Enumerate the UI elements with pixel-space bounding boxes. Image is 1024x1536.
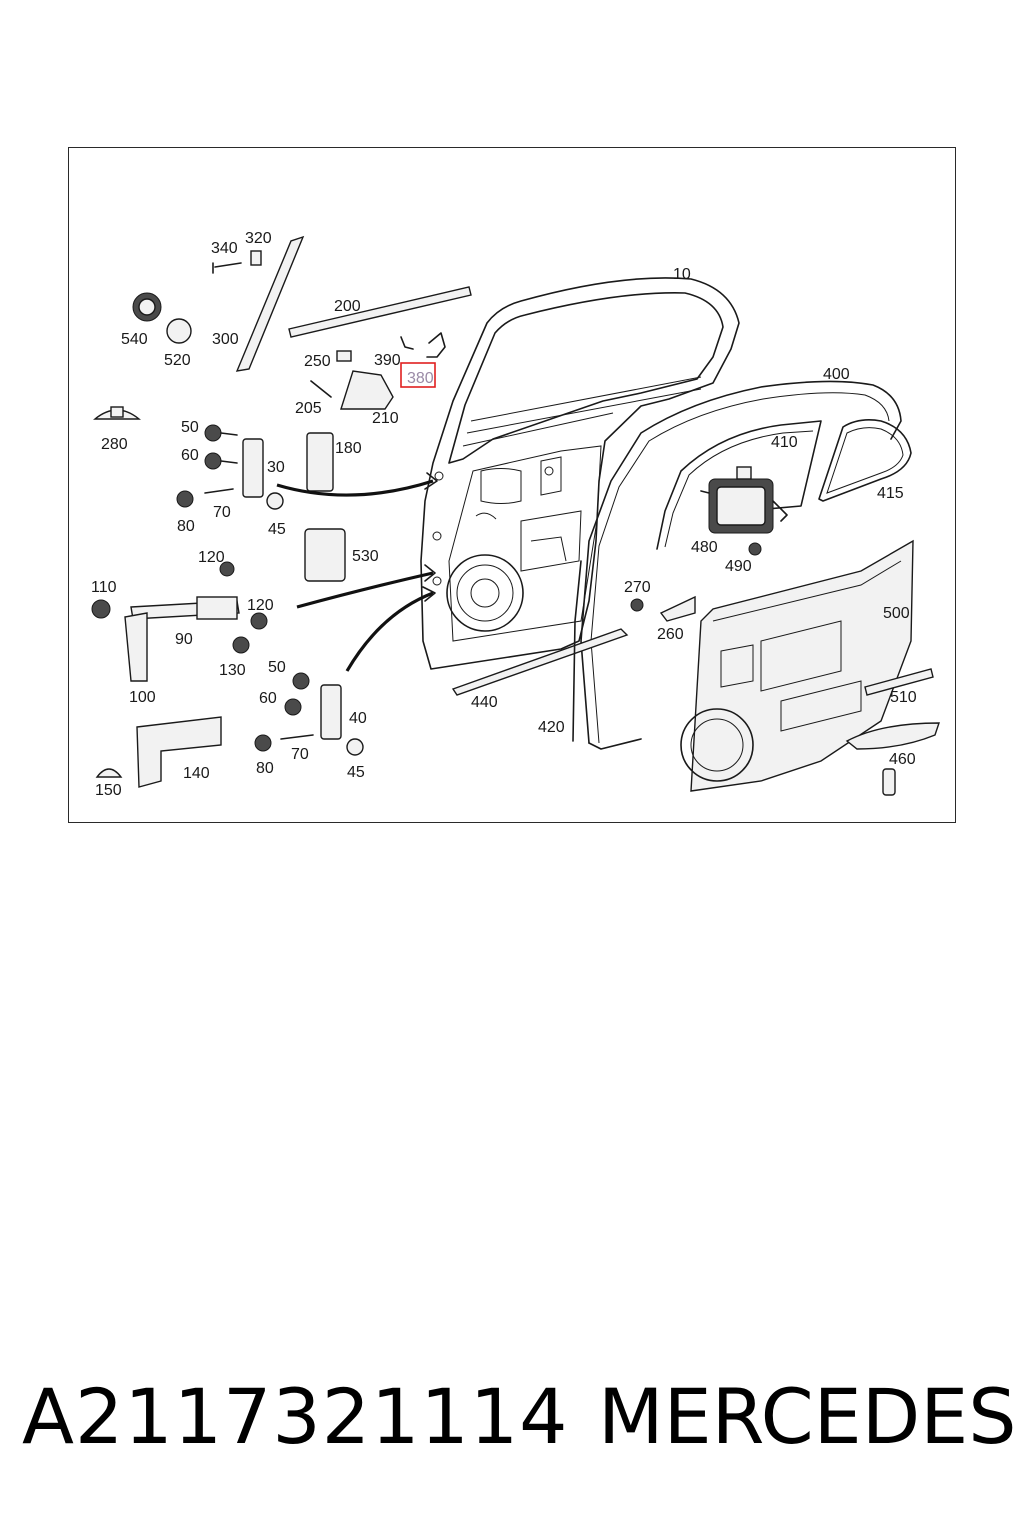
highlight-box-380 [400,362,436,388]
callout-440: 440 [471,694,498,711]
lower-hinge-assembly-part [254,672,364,756]
callout-45-upper: 45 [268,521,286,538]
callout-50-lower: 50 [268,659,286,676]
pad-180-part [306,432,334,492]
callout-380: 380 [407,370,434,387]
callout-150: 150 [95,782,122,799]
seal-strip-420-part [572,560,582,742]
door-check-assembly-part [91,561,268,682]
callout-180: 180 [335,440,362,457]
callout-415: 415 [877,485,904,502]
plug-520-part [166,318,192,344]
bracket-140-part [136,716,222,788]
clip-390-part [400,336,414,350]
callout-90: 90 [175,631,193,648]
callout-210: 210 [372,410,399,427]
callout-520: 520 [164,352,191,369]
callout-100: 100 [129,689,156,706]
callout-60-lower: 60 [259,690,277,707]
callout-10: 10 [673,266,691,283]
callout-480: 480 [691,539,718,556]
clip-320-part [250,250,262,266]
callout-200: 200 [334,298,361,315]
clip-250-part [336,350,352,362]
rod-510-part [864,668,934,696]
callout-510: 510 [890,689,917,706]
callout-70-upper: 70 [213,504,231,521]
callout-320: 320 [245,230,272,247]
callout-410: 410 [771,434,798,451]
callout-530: 530 [352,548,379,565]
parts-diagram-frame: 340 320 200 10 540 520 300 250 390 380 2… [68,147,956,823]
callout-270: 270 [624,579,651,596]
callout-120-upper: 120 [198,549,225,566]
callout-250: 250 [304,353,331,370]
callout-80-upper: 80 [177,518,195,535]
callout-110: 110 [91,579,117,596]
callout-60-upper: 60 [181,447,199,464]
cap-150-part [95,768,123,778]
callout-30: 30 [267,459,285,476]
screw-340-part [212,262,242,274]
window-glass-part [656,419,912,550]
brand-name: MERCEDES [598,1372,1017,1461]
callout-130: 130 [219,662,246,679]
arrow-lower-hinge [345,591,434,672]
callout-40: 40 [349,710,367,727]
callout-340: 340 [211,240,238,257]
callout-280: 280 [101,436,128,453]
callout-400: 400 [823,366,850,383]
door-seal-part [580,380,902,750]
upper-hinge-assembly-part [176,424,284,510]
callout-500: 500 [883,605,910,622]
callout-50-upper: 50 [181,419,199,436]
callout-540: 540 [121,331,148,348]
callout-420: 420 [538,719,565,736]
beltline-strip-200-part [288,286,472,338]
lock-260-part [659,595,696,622]
arrow-door-check [296,571,434,609]
window-regulator-part [700,466,788,534]
callout-70-lower: 70 [291,746,309,763]
sill-strip-440-part [451,628,629,696]
bolt-205-part [310,380,332,398]
door-trim-panel-part [680,539,914,792]
callout-140: 140 [183,765,210,782]
callout-205: 205 [295,400,322,417]
pad-530-part [304,528,346,582]
exploded-parts-diagram: 340 320 200 10 540 520 300 250 390 380 2… [91,230,940,799]
callout-45-lower: 45 [347,764,365,781]
callout-460: 460 [889,751,916,768]
bracket-210-part [340,370,394,410]
callout-490: 490 [725,558,752,575]
callout-390: 390 [374,352,401,369]
callout-300: 300 [212,331,239,348]
bracket-380-part [426,332,446,358]
callout-120-lower: 120 [247,597,274,614]
screw-270-part [630,598,644,612]
screw-490-part [748,542,762,556]
door-shell-part [420,277,740,670]
callout-80-lower: 80 [256,760,274,777]
arrow-upper-hinge [276,479,434,497]
window-channel-300-part [235,235,305,372]
handle-460-part [845,722,940,750]
callout-260: 260 [657,626,684,643]
part-number: A2117321114 [22,1372,569,1461]
product-caption: A2117321114 MERCEDES [0,1372,1024,1472]
